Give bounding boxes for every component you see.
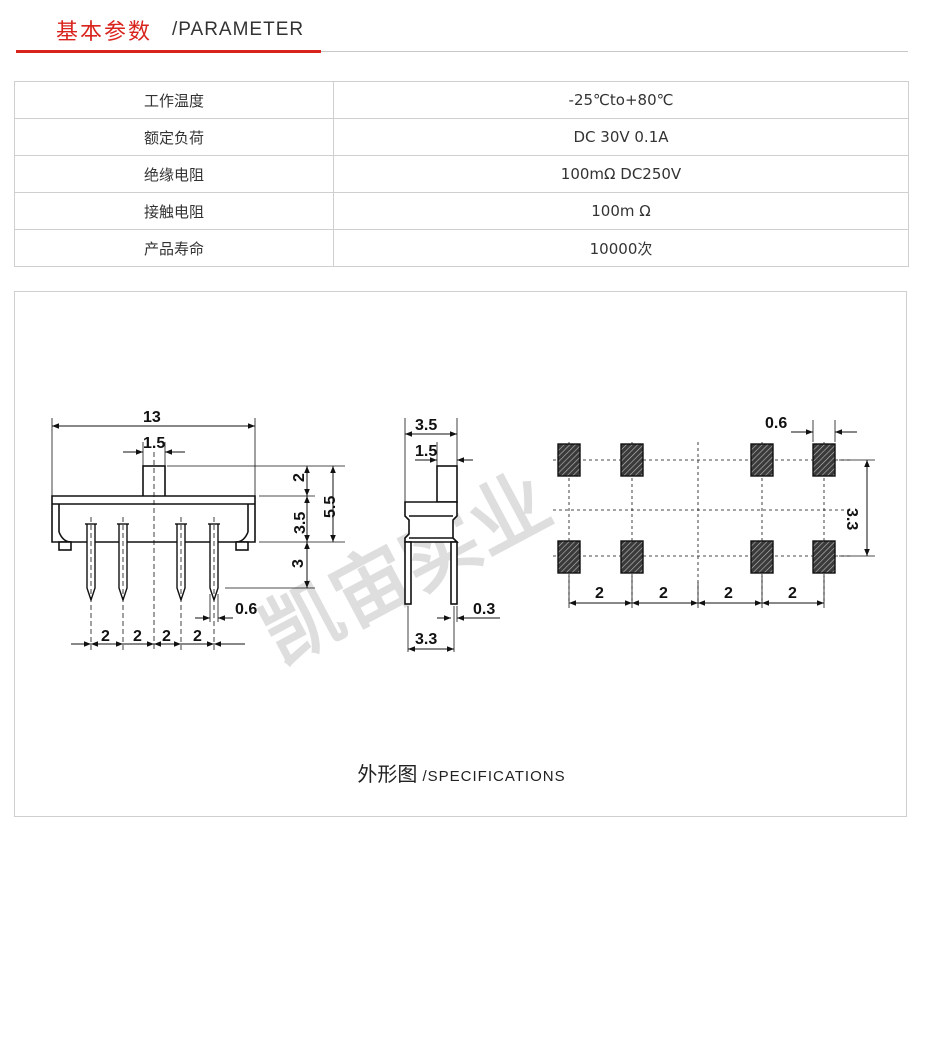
dim-side-width-label: 3.5 bbox=[415, 417, 437, 434]
section-header: 基本参数 /PARAMETER bbox=[0, 0, 931, 60]
specification-drawing-panel: 凯宙实业 bbox=[14, 291, 907, 817]
param-value: 100mΩ DC250V bbox=[333, 155, 909, 193]
dim-pad-pitch-label: 2 bbox=[595, 585, 604, 602]
section-title-en: /PARAMETER bbox=[172, 19, 305, 40]
header-accent-line bbox=[16, 50, 321, 53]
dim-h-top-label: 2 bbox=[291, 473, 308, 482]
param-value: -25℃to+80℃ bbox=[333, 81, 909, 119]
param-value: DC 30V 0.1A bbox=[333, 118, 909, 156]
dim-side-bottom-label: 3.3 bbox=[415, 631, 437, 648]
front-view-labels: 13 1.5 2 3.5 5.5 3 0.6 2 2 2 2 bbox=[101, 409, 339, 645]
param-key: 工作温度 bbox=[14, 81, 334, 119]
table-row: 产品寿命 10000次 bbox=[14, 229, 909, 267]
side-view bbox=[404, 418, 500, 652]
dim-pin-dia-label: 0.6 bbox=[235, 601, 257, 618]
pad-view-labels: 0.6 3.3 2 2 2 2 bbox=[595, 415, 860, 602]
param-key: 接触电阻 bbox=[14, 192, 334, 230]
caption-cn: 外形图 bbox=[357, 762, 418, 786]
table-row: 绝缘电阻 100mΩ DC250V bbox=[14, 155, 909, 193]
section-title-cn: 基本参数 bbox=[56, 20, 153, 45]
table-row: 额定负荷 DC 30V 0.1A bbox=[14, 118, 909, 156]
dim-pitch-label: 2 bbox=[133, 628, 142, 645]
dim-side-actuator-label: 1.5 bbox=[415, 443, 437, 460]
param-key: 绝缘电阻 bbox=[14, 155, 334, 193]
header-divider bbox=[321, 51, 908, 52]
dim-h-pin-label: 3 bbox=[290, 559, 307, 568]
dimension-drawing: 凯宙实业 bbox=[51, 409, 875, 682]
table-row: 接触电阻 100m Ω bbox=[14, 192, 909, 230]
dim-h-total-label: 5.5 bbox=[322, 496, 339, 518]
dim-pad-pitch-label: 2 bbox=[788, 585, 797, 602]
parameter-table: 工作温度 -25℃to+80℃ 额定负荷 DC 30V 0.1A 绝缘电阻 10… bbox=[14, 81, 909, 267]
param-key: 产品寿命 bbox=[14, 229, 334, 267]
dim-pitch-label: 2 bbox=[193, 628, 202, 645]
dim-pad-label: 0.6 bbox=[765, 415, 787, 432]
front-view bbox=[51, 418, 345, 652]
pad-view bbox=[553, 420, 875, 608]
drawing-caption: 外形图 /SPECIFICATIONS bbox=[15, 758, 908, 787]
dim-row-spacing-label: 3.3 bbox=[843, 508, 860, 530]
dim-actuator-label: 1.5 bbox=[143, 435, 165, 452]
table-row: 工作温度 -25℃to+80℃ bbox=[14, 81, 909, 119]
dim-pad-pitch-label: 2 bbox=[724, 585, 733, 602]
dim-width-label: 13 bbox=[143, 409, 161, 426]
caption-en: /SPECIFICATIONS bbox=[422, 768, 566, 785]
dim-h-body-label: 3.5 bbox=[292, 512, 309, 534]
side-view-labels: 3.5 1.5 0.3 3.3 bbox=[415, 417, 495, 648]
param-key: 额定负荷 bbox=[14, 118, 334, 156]
dim-pitch-label: 2 bbox=[101, 628, 110, 645]
dim-pad-pitch-label: 2 bbox=[659, 585, 668, 602]
dim-pitch-label: 2 bbox=[162, 628, 171, 645]
dim-side-pin-label: 0.3 bbox=[473, 601, 495, 618]
param-value: 10000次 bbox=[333, 229, 909, 267]
param-value: 100m Ω bbox=[333, 192, 909, 230]
